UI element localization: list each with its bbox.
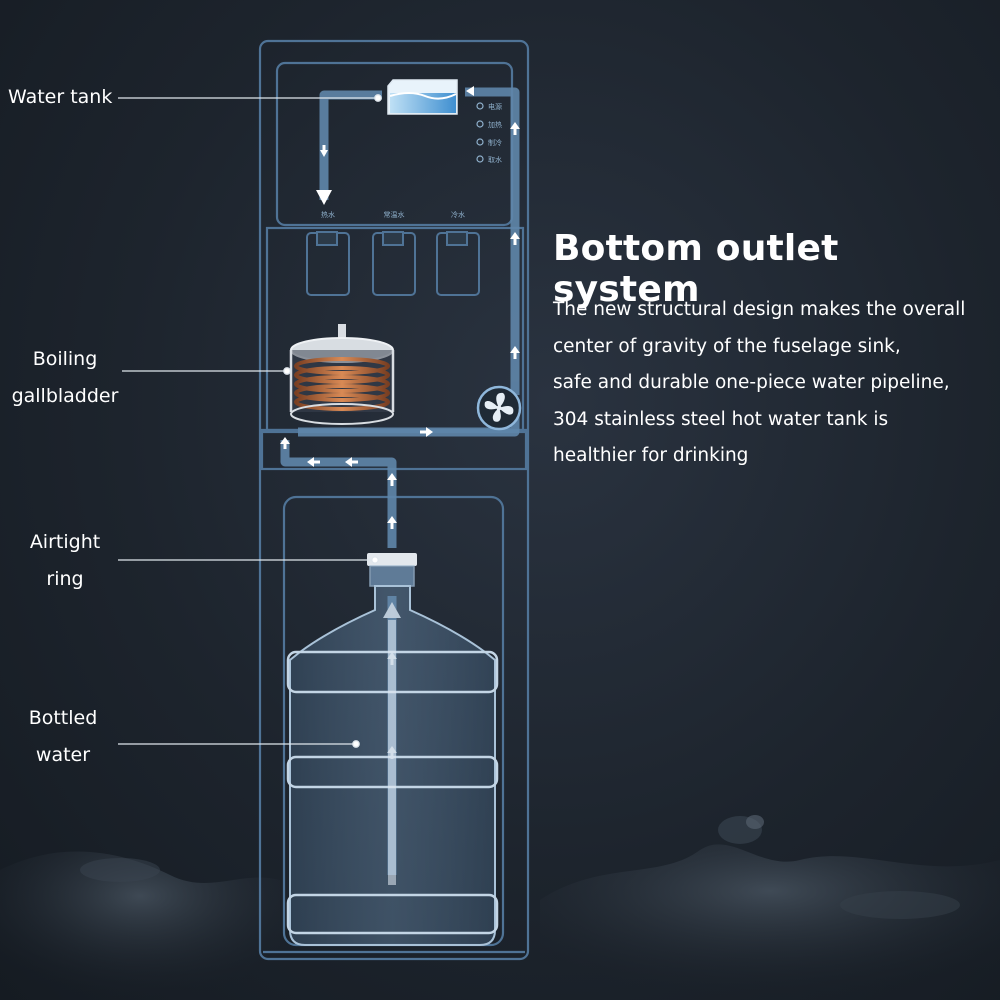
svg-text:加热: 加热 xyxy=(488,120,502,129)
svg-text:电源: 电源 xyxy=(488,102,502,111)
faucet-outlets xyxy=(306,231,480,296)
water-tank xyxy=(387,79,458,115)
fan-icon xyxy=(476,385,522,431)
headline: Bottom outlet system xyxy=(553,228,839,310)
description-line: center of gravity of the fuselage sink, xyxy=(553,335,901,357)
svg-text:常温水: 常温水 xyxy=(384,210,405,219)
leader-lines xyxy=(118,94,382,748)
description-line: The new structural design makes the over… xyxy=(553,299,966,320)
description: The new structural design makes the over… xyxy=(553,292,993,475)
label-boiling-gallbladder: Boiling gallbladder xyxy=(11,348,119,407)
description-line: healthier for drinking xyxy=(553,445,749,466)
description-line: safe and durable one-piece water pipelin… xyxy=(553,372,950,393)
boiling-gallbladder xyxy=(289,324,395,425)
svg-text:取水: 取水 xyxy=(488,155,502,164)
svg-text:制冷: 制冷 xyxy=(488,138,502,147)
label-bottled-water: Bottled water xyxy=(28,707,98,766)
label-water-tank: Water tank xyxy=(8,86,113,108)
svg-text:热水: 热水 xyxy=(321,210,335,219)
water-bottle xyxy=(286,553,499,946)
description-line: 304 stainless steel hot water tank is xyxy=(553,408,889,430)
label-airtight-ring: Airtight ring xyxy=(29,531,101,590)
water-splash xyxy=(0,815,1000,1000)
outlet-labels: 热水 常温水 冷水 xyxy=(321,210,465,219)
svg-text:冷水: 冷水 xyxy=(451,210,465,219)
panel-buttons: 电源 加热 制冷 取水 xyxy=(476,102,502,164)
